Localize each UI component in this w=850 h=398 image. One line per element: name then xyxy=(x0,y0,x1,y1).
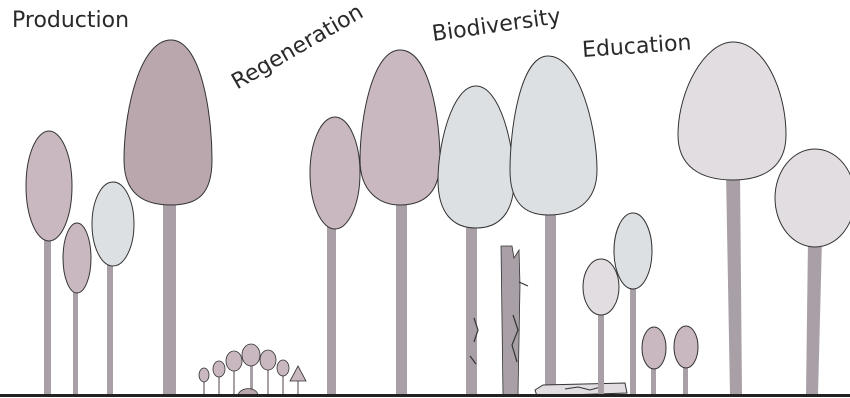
tree-trunk xyxy=(44,230,51,395)
tree-crown xyxy=(614,213,652,289)
tree-crown xyxy=(510,56,597,215)
tree-crown xyxy=(583,259,619,315)
tree-trunk xyxy=(466,220,477,395)
tree-crown xyxy=(678,42,786,180)
seedling xyxy=(277,360,289,395)
seedling xyxy=(199,368,209,395)
tree-crown xyxy=(63,223,91,293)
tree-crown xyxy=(124,40,212,205)
seedling-conifer xyxy=(290,366,306,395)
production-group xyxy=(26,40,212,395)
tree-crown xyxy=(92,182,134,266)
tree-trunk xyxy=(163,198,176,395)
education-group xyxy=(583,42,850,395)
tree-crown xyxy=(775,149,850,247)
snag-dead-tree xyxy=(501,246,520,395)
tree-crown xyxy=(674,326,698,368)
tree-crown xyxy=(26,131,72,241)
tree-crown xyxy=(438,86,514,228)
tree-crown xyxy=(642,327,666,369)
tree-trunk xyxy=(327,225,336,395)
tree-crown xyxy=(360,50,440,205)
tree-trunk xyxy=(545,212,556,395)
tree-trunk xyxy=(598,305,604,395)
tree-trunk xyxy=(107,258,113,395)
tree-trunk xyxy=(396,203,407,395)
tree-trunk xyxy=(630,280,636,395)
tree-trunk xyxy=(726,172,742,395)
regeneration-group xyxy=(199,344,306,395)
seedling xyxy=(242,344,260,395)
tree-crown xyxy=(310,117,360,229)
tree-trunk xyxy=(73,285,78,395)
tree-trunk xyxy=(806,240,822,395)
seedling xyxy=(213,361,225,395)
biodiversity-group xyxy=(310,50,627,396)
seedling xyxy=(226,351,242,395)
seedling xyxy=(260,350,276,395)
